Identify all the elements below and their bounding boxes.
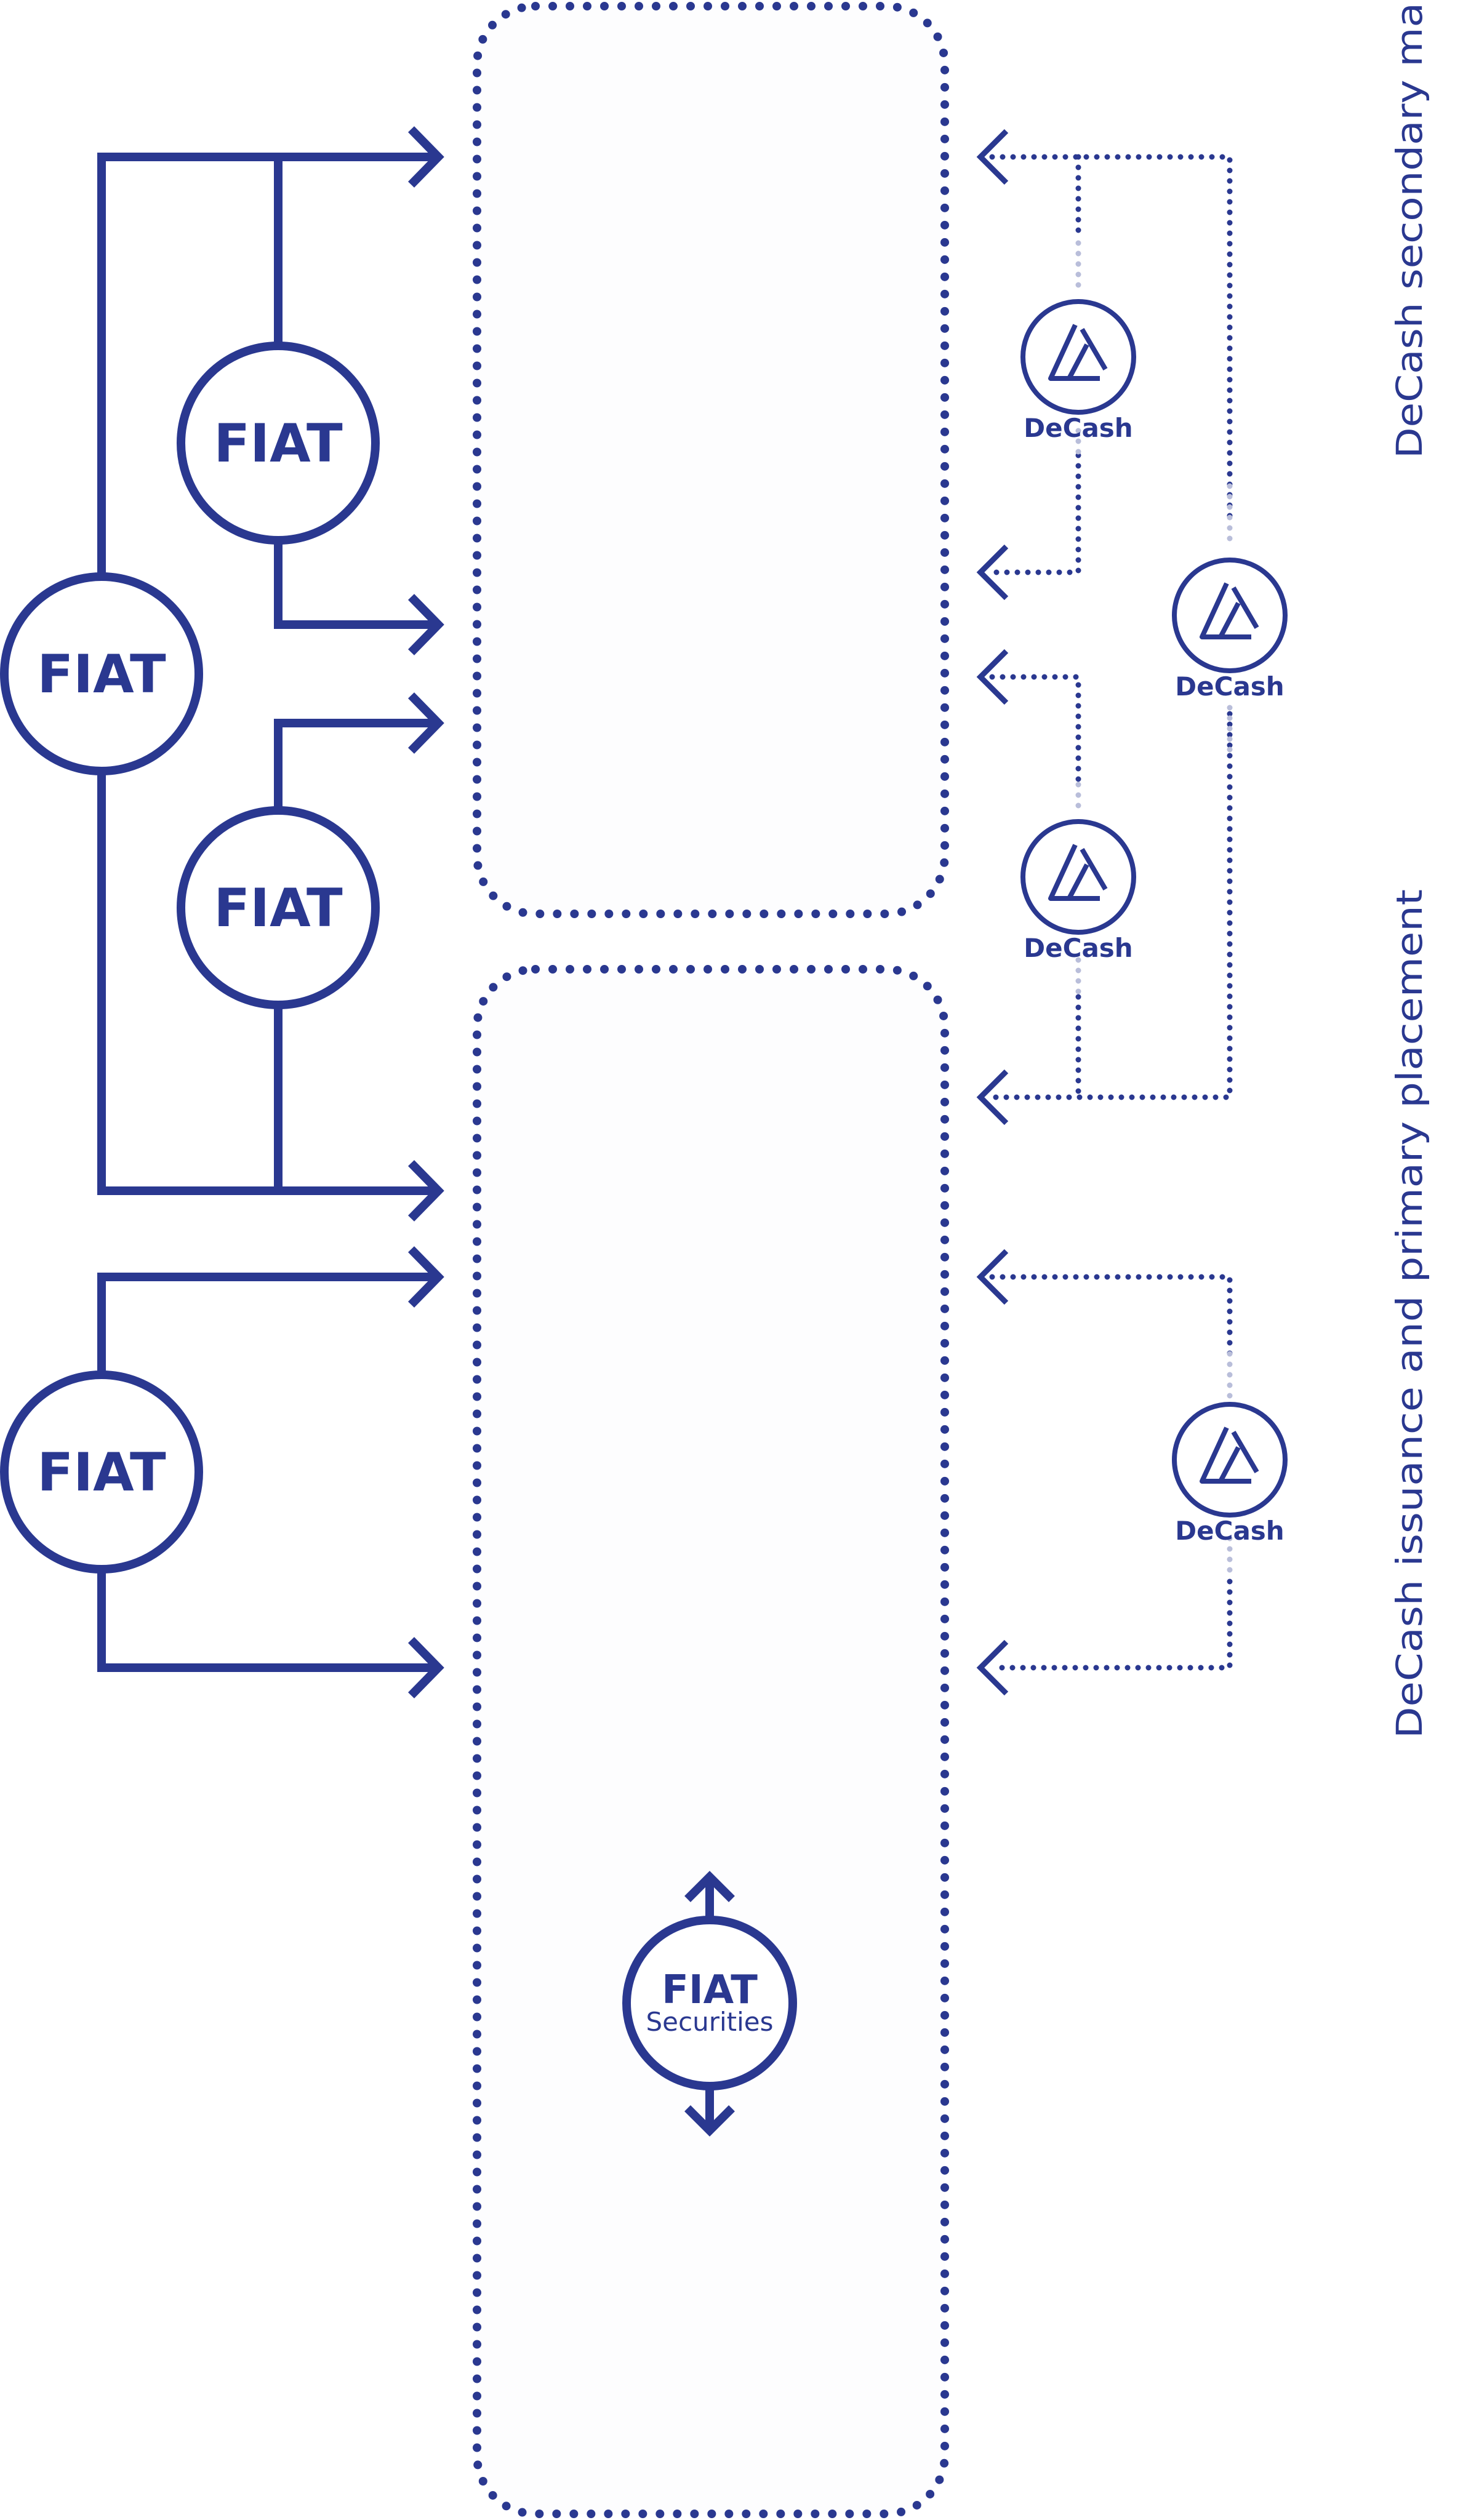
arrow-left-icon bbox=[976, 544, 1009, 601]
arrow-right-icon bbox=[407, 1160, 444, 1222]
decash-label: DeCash bbox=[1024, 933, 1132, 963]
side-label-secondary-market: DeCash secondary market bbox=[1389, 0, 1430, 458]
arrow-right-icon bbox=[407, 1637, 444, 1698]
decash-badge: DeCash bbox=[1020, 299, 1136, 443]
decash-badge: DeCash bbox=[1020, 819, 1136, 963]
fiat-node-label: FIAT bbox=[37, 1442, 166, 1503]
decash-logo-icon bbox=[1048, 844, 1108, 901]
decash-flow-line-issuance bbox=[989, 1274, 1233, 1363]
arrow-right-icon bbox=[407, 1246, 444, 1308]
decash-flow-line-inner bbox=[989, 674, 1081, 785]
fiat-node: FIAT bbox=[177, 342, 380, 545]
arrow-left-icon bbox=[976, 1639, 1009, 1696]
arrow-up-icon bbox=[684, 1871, 735, 1919]
decash-badge: DeCash bbox=[1172, 1402, 1288, 1546]
arrow-left-icon bbox=[976, 1249, 1009, 1305]
decash-badge: DeCash bbox=[1172, 558, 1288, 702]
fiat-securities-sublabel: Securities bbox=[646, 2007, 773, 2037]
fiat-flow-line-lower bbox=[97, 1273, 434, 1672]
arrow-right-icon bbox=[407, 594, 444, 655]
decash-logo-icon bbox=[1048, 324, 1108, 381]
decash-label: DeCash bbox=[1175, 1516, 1284, 1546]
fiat-node-label: FIAT bbox=[214, 878, 343, 939]
decash-flow-line-inner bbox=[989, 452, 1081, 575]
fiat-flow-line-inner-2-in bbox=[274, 719, 434, 808]
fiat-node: FIAT bbox=[0, 1370, 203, 1574]
side-label-issuance: DeCash issuance and primary placement bbox=[1389, 889, 1430, 1738]
arrow-right-icon bbox=[407, 692, 444, 754]
decash-label: DeCash bbox=[1175, 671, 1284, 702]
arrow-left-icon bbox=[976, 649, 1009, 705]
secondary-market-panel bbox=[473, 2, 949, 918]
decash-flow-line-issuance bbox=[989, 1578, 1233, 1671]
decash-label: DeCash bbox=[1024, 413, 1132, 443]
arrow-right-icon bbox=[407, 126, 444, 188]
fiat-flow-line-outer bbox=[97, 153, 434, 1195]
decash-flow-line-outer bbox=[989, 711, 1233, 1100]
fiat-securities-node: FIAT Securities bbox=[622, 1871, 797, 2137]
fiat-flow-line-inner-1-out bbox=[274, 543, 434, 629]
fiat-securities-label: FIAT bbox=[662, 1967, 758, 2013]
fiat-node: FIAT bbox=[0, 572, 203, 775]
decash-logo-icon bbox=[1200, 1426, 1259, 1484]
fiat-node-label: FIAT bbox=[214, 413, 343, 474]
arrow-left-icon bbox=[976, 129, 1009, 185]
decash-logo-icon bbox=[1200, 582, 1259, 639]
issuance-panel bbox=[473, 965, 949, 2518]
fiat-node: FIAT bbox=[177, 806, 380, 1009]
arrow-left-icon bbox=[976, 1069, 1009, 1126]
fiat-node-label: FIAT bbox=[37, 644, 166, 705]
arrow-down-icon bbox=[684, 2086, 735, 2137]
